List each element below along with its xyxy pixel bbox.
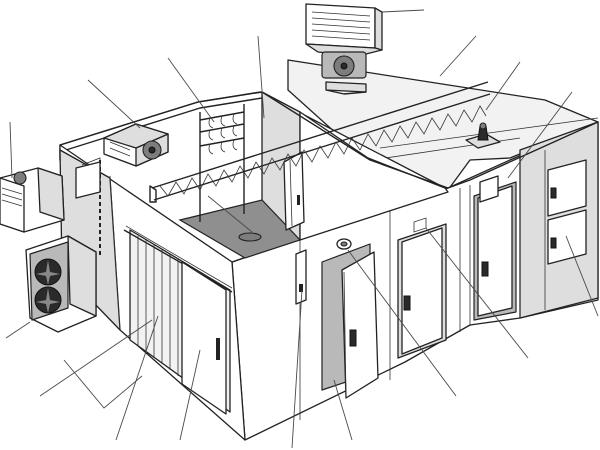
- leader-service-door: [425, 227, 529, 359]
- leader-relief-valve: [347, 249, 457, 397]
- leader-outdoor-unit: [5, 321, 31, 339]
- leader-curtain-b: [63, 359, 143, 409]
- sliding-door-panel: [181, 261, 227, 415]
- leader-curtain-a: [39, 319, 153, 397]
- leader-drain: [207, 195, 253, 233]
- service-door: [397, 217, 447, 359]
- wall-window: [75, 161, 101, 199]
- leader-control-panel: [291, 289, 303, 449]
- strip-curtain: [137, 236, 179, 376]
- floor-drain: [238, 232, 262, 242]
- leader-sliding-door: [179, 349, 201, 441]
- leader-lines: [5, 9, 599, 449]
- pressure-relief-valve: [336, 238, 352, 250]
- pipe-connector: [81, 157, 101, 166]
- wall-condensing-unit: [0, 167, 65, 233]
- leader-meat-rail: [167, 57, 215, 123]
- leader-curtain-c: [115, 315, 159, 441]
- hinged-door: [321, 243, 379, 399]
- rooftop-evaporator-unit: [305, 3, 383, 95]
- double-small-doors: [547, 159, 587, 265]
- leader-evaporator: [87, 79, 141, 129]
- leader-small-doors: [565, 235, 599, 317]
- leader-truss: [439, 35, 477, 77]
- room-floor: [178, 199, 302, 259]
- roof-vent: [465, 122, 501, 149]
- control-panel: [295, 249, 307, 305]
- outdoor-condensing-unit: [25, 235, 97, 333]
- leader-tall-door: [507, 91, 573, 179]
- ceiling-evaporator: [103, 123, 169, 167]
- leader-rooftop-unit: [381, 9, 425, 13]
- leader-room-wall: [257, 35, 265, 119]
- leader-roof-vent: [485, 61, 521, 111]
- tall-door: [473, 175, 517, 321]
- leader-wall-unit: [9, 121, 13, 179]
- leader-hinged-door: [333, 379, 353, 441]
- ceiling-truss: [149, 81, 491, 203]
